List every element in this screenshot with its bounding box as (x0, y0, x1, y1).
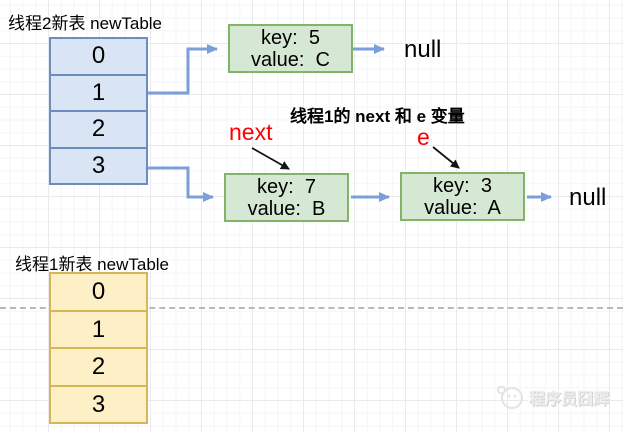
null-after-key5: null (404, 36, 442, 63)
node-key7-value-line: value: B (247, 197, 326, 220)
node-key3-value-line: value: A (424, 196, 501, 219)
node-key5: key: 5 value: C (228, 24, 353, 73)
thread1-bucket-3: 3 (51, 384, 146, 423)
arrow-next-pointer-to-key7 (251, 147, 290, 170)
thread1-bucket-2: 2 (51, 347, 146, 385)
thread1-newtable: 0 1 2 3 (49, 272, 148, 424)
thread1-pointers-caption: 线程1的 next 和 e 变量 (290, 107, 465, 126)
null-after-key3: null (569, 184, 607, 211)
arrow-e-pointer-to-key3 (432, 146, 460, 169)
arrow-bucket3-to-key7 (148, 166, 214, 202)
arrow-bucket1-to-key5 (148, 44, 218, 95)
thread2-table-title: 线程2新表 newTable (8, 14, 163, 33)
pointer-e-label: e (417, 124, 430, 150)
watermark-text: 程序员囧辉 (529, 391, 610, 408)
node-key7: key: 7 value: B (224, 173, 349, 222)
thread2-newtable: 0 1 2 3 (49, 37, 148, 185)
thread2-bucket-1: 1 (51, 73, 146, 111)
page-divider-dashed-line (0, 307, 623, 309)
node-key5-value-line: value: C (251, 48, 330, 71)
pointer-next-label: next (229, 119, 273, 145)
node-key3: key: 3 value: A (400, 172, 525, 221)
watermark: 程序员囧辉 (495, 382, 609, 412)
thread2-bucket-2: 2 (51, 110, 146, 147)
thread2-bucket-3: 3 (51, 146, 146, 184)
node-key7-key-line: key: 7 (257, 175, 316, 198)
watermark-mascot-icon (497, 385, 523, 409)
thread1-table-title: 线程1新表 newTable (15, 255, 170, 274)
node-key5-key-line: key: 5 (261, 26, 320, 49)
thread1-bucket-1: 1 (51, 309, 146, 348)
thread1-bucket-0: 0 (91, 278, 106, 305)
thread2-bucket-0: 0 (91, 42, 106, 69)
node-key3-key-line: key: 3 (433, 174, 492, 197)
